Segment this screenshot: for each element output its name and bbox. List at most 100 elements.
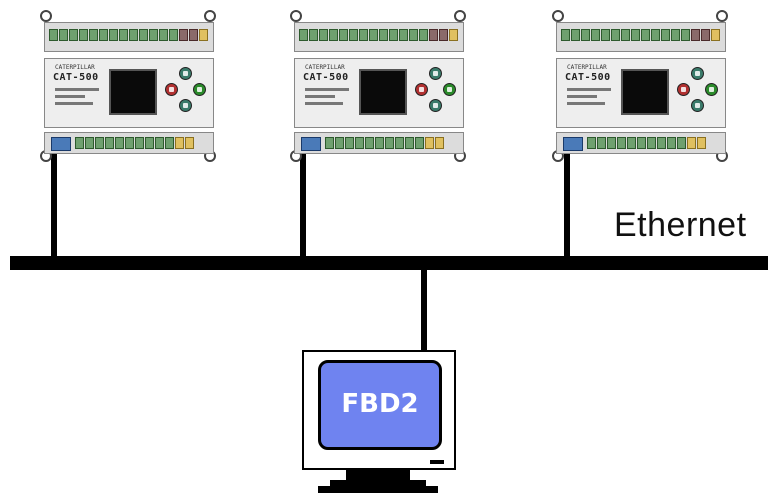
brand-label: CATERPILLAR (305, 64, 345, 71)
spec-line (55, 102, 93, 105)
terminal-icon (617, 137, 626, 149)
output-terminal-block (556, 132, 726, 154)
front-panel: CATERPILLAR CAT-500 (294, 58, 464, 128)
terminal-icon (89, 29, 98, 41)
terminal-icon (671, 29, 680, 41)
spec-line (305, 102, 343, 105)
arrow-right-icon (705, 83, 718, 96)
terminal-icon (637, 137, 646, 149)
mount-hole-icon (204, 10, 216, 22)
mount-hole-icon (290, 10, 302, 22)
spec-line (567, 95, 597, 98)
terminal-icon (119, 29, 128, 41)
terminal-icon (641, 29, 650, 41)
input-terminal-block (44, 22, 214, 52)
terminal-icon (561, 29, 570, 41)
terminal-icon (399, 29, 408, 41)
terminal-icon (159, 29, 168, 41)
terminal-icon (299, 29, 308, 41)
terminal-icon (375, 137, 384, 149)
terminal-icon (651, 29, 660, 41)
controller-module-3: CATERPILLAR CAT-500 (552, 10, 728, 162)
drop-line-controller-1 (51, 150, 57, 258)
arrow-left-icon (677, 83, 690, 96)
ethernet-bus (10, 256, 768, 270)
terminal-icon (415, 137, 424, 149)
front-panel: CATERPILLAR CAT-500 (556, 58, 726, 128)
terminal-icon (597, 137, 606, 149)
input-terminal-block (294, 22, 464, 52)
terminal-icon (435, 137, 444, 149)
drop-line-controller-2 (300, 150, 306, 258)
terminal-icon (99, 29, 108, 41)
terminal-icon (345, 137, 354, 149)
terminal-icon (611, 29, 620, 41)
workstation-monitor: FBD2 (302, 350, 456, 470)
terminal-icon (325, 137, 334, 149)
terminal-icon (75, 137, 84, 149)
terminal-icon (591, 29, 600, 41)
arrow-up-icon (179, 67, 192, 80)
spec-line (55, 88, 99, 91)
terminal-icon (691, 29, 700, 41)
output-terminal-block (294, 132, 464, 154)
terminal-icon (439, 29, 448, 41)
model-label: CAT-500 (565, 72, 611, 83)
terminal-icon (339, 29, 348, 41)
mount-hole-icon (716, 10, 728, 22)
terminal-icon (79, 29, 88, 41)
terminal-icon (185, 137, 194, 149)
terminal-icon (135, 137, 144, 149)
arrow-down-icon (179, 99, 192, 112)
arrow-up-icon (429, 67, 442, 80)
arrow-right-icon (193, 83, 206, 96)
terminal-icon (105, 137, 114, 149)
terminal-icon (687, 137, 696, 149)
terminal-icon (677, 137, 686, 149)
monitor-stand (346, 470, 410, 480)
arrow-up-icon (691, 67, 704, 80)
brand-label: CATERPILLAR (567, 64, 607, 71)
terminal-icon (419, 29, 428, 41)
terminal-icon (309, 29, 318, 41)
terminal-icon (109, 29, 118, 41)
terminal-icon (711, 29, 720, 41)
arrow-down-icon (429, 99, 442, 112)
terminal-icon (355, 137, 364, 149)
terminal-icon (667, 137, 676, 149)
terminal-icon (581, 29, 590, 41)
ethernet-port-icon (563, 137, 583, 151)
arrow-left-icon (165, 83, 178, 96)
terminal-icon (681, 29, 690, 41)
terminal-icon (165, 137, 174, 149)
front-panel: CATERPILLAR CAT-500 (44, 58, 214, 128)
input-terminal-block (556, 22, 726, 52)
terminal-icon (155, 137, 164, 149)
mount-hole-icon (40, 10, 52, 22)
mount-hole-icon (552, 10, 564, 22)
terminal-icon (319, 29, 328, 41)
terminal-icon (169, 29, 178, 41)
terminal-icon (145, 137, 154, 149)
spec-line (567, 88, 611, 91)
terminal-icon (631, 29, 640, 41)
terminal-icon (335, 137, 344, 149)
terminal-icon (425, 137, 434, 149)
spec-line (305, 88, 349, 91)
terminal-icon (405, 137, 414, 149)
software-label: FBD2 (341, 389, 419, 419)
monitor-stand-foot (318, 486, 438, 493)
terminal-icon (389, 29, 398, 41)
terminal-icon (647, 137, 656, 149)
ethernet-port-icon (301, 137, 321, 151)
terminal-icon (395, 137, 404, 149)
terminal-icon (369, 29, 378, 41)
model-label: CAT-500 (53, 72, 99, 83)
spec-line (305, 95, 335, 98)
terminal-icon (607, 137, 616, 149)
lcd-display (359, 69, 407, 115)
terminal-icon (69, 29, 78, 41)
drop-line-workstation (421, 268, 427, 352)
terminal-icon (627, 137, 636, 149)
spec-line (567, 102, 605, 105)
